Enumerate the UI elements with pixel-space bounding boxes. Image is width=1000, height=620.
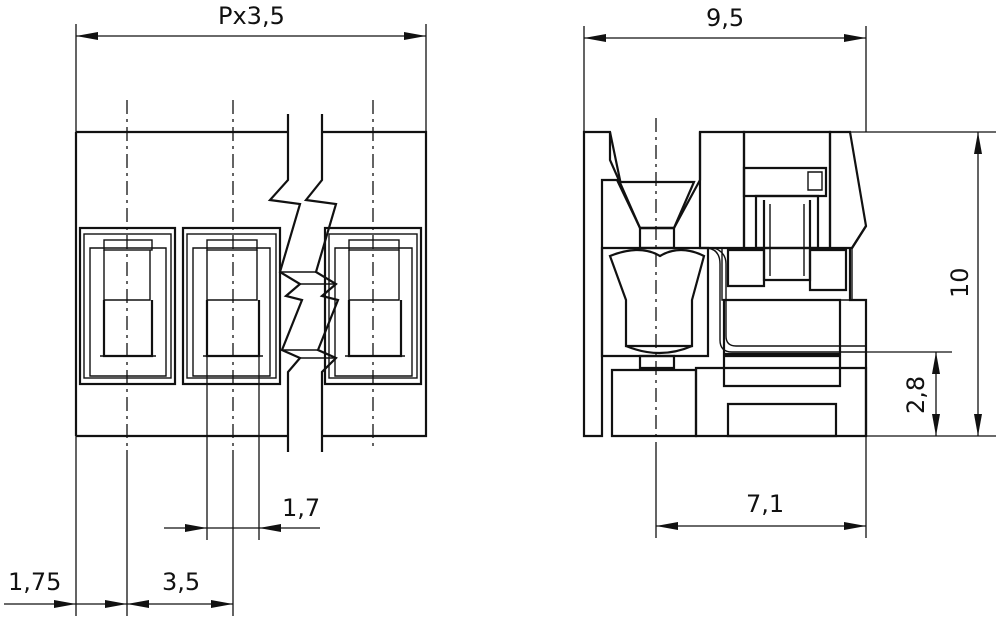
section-bottom-bar xyxy=(722,354,842,388)
pin-height-dimension-label: 2,8 xyxy=(902,376,930,414)
side-dimensions: 9,5 10 2,8 7,1 xyxy=(583,4,996,538)
terminal-pocket-3 xyxy=(323,226,423,386)
side-view xyxy=(582,118,868,450)
conductor-window xyxy=(722,298,842,356)
edge-offset-dimension-label: 1,75 xyxy=(8,568,61,596)
break-line-left xyxy=(267,114,304,452)
break-line-right xyxy=(303,114,340,452)
pin-width-dimension-label: 1,7 xyxy=(282,494,320,522)
depth-dimension-label: 9,5 xyxy=(706,4,744,32)
pcb-pin-path xyxy=(707,247,866,353)
front-body-outline xyxy=(76,130,428,438)
front-dimensions: Px3,5 1,7 1,75 3,5 xyxy=(4,2,427,616)
pin-offset-dimension-label: 7,1 xyxy=(746,490,784,518)
terminal-pocket-2 xyxy=(181,226,282,386)
terminal-pocket-1 xyxy=(78,226,177,386)
pitch-spacing-dimension-label: 3,5 xyxy=(162,568,200,596)
wire-clamp xyxy=(608,248,706,348)
clamp-frame xyxy=(726,248,766,288)
section-funnel xyxy=(608,132,702,230)
front-view xyxy=(74,100,428,460)
height-dimension-label: 10 xyxy=(946,267,974,298)
section-upper-body xyxy=(698,130,746,250)
pitch-dimension-label: Px3,5 xyxy=(218,2,285,30)
